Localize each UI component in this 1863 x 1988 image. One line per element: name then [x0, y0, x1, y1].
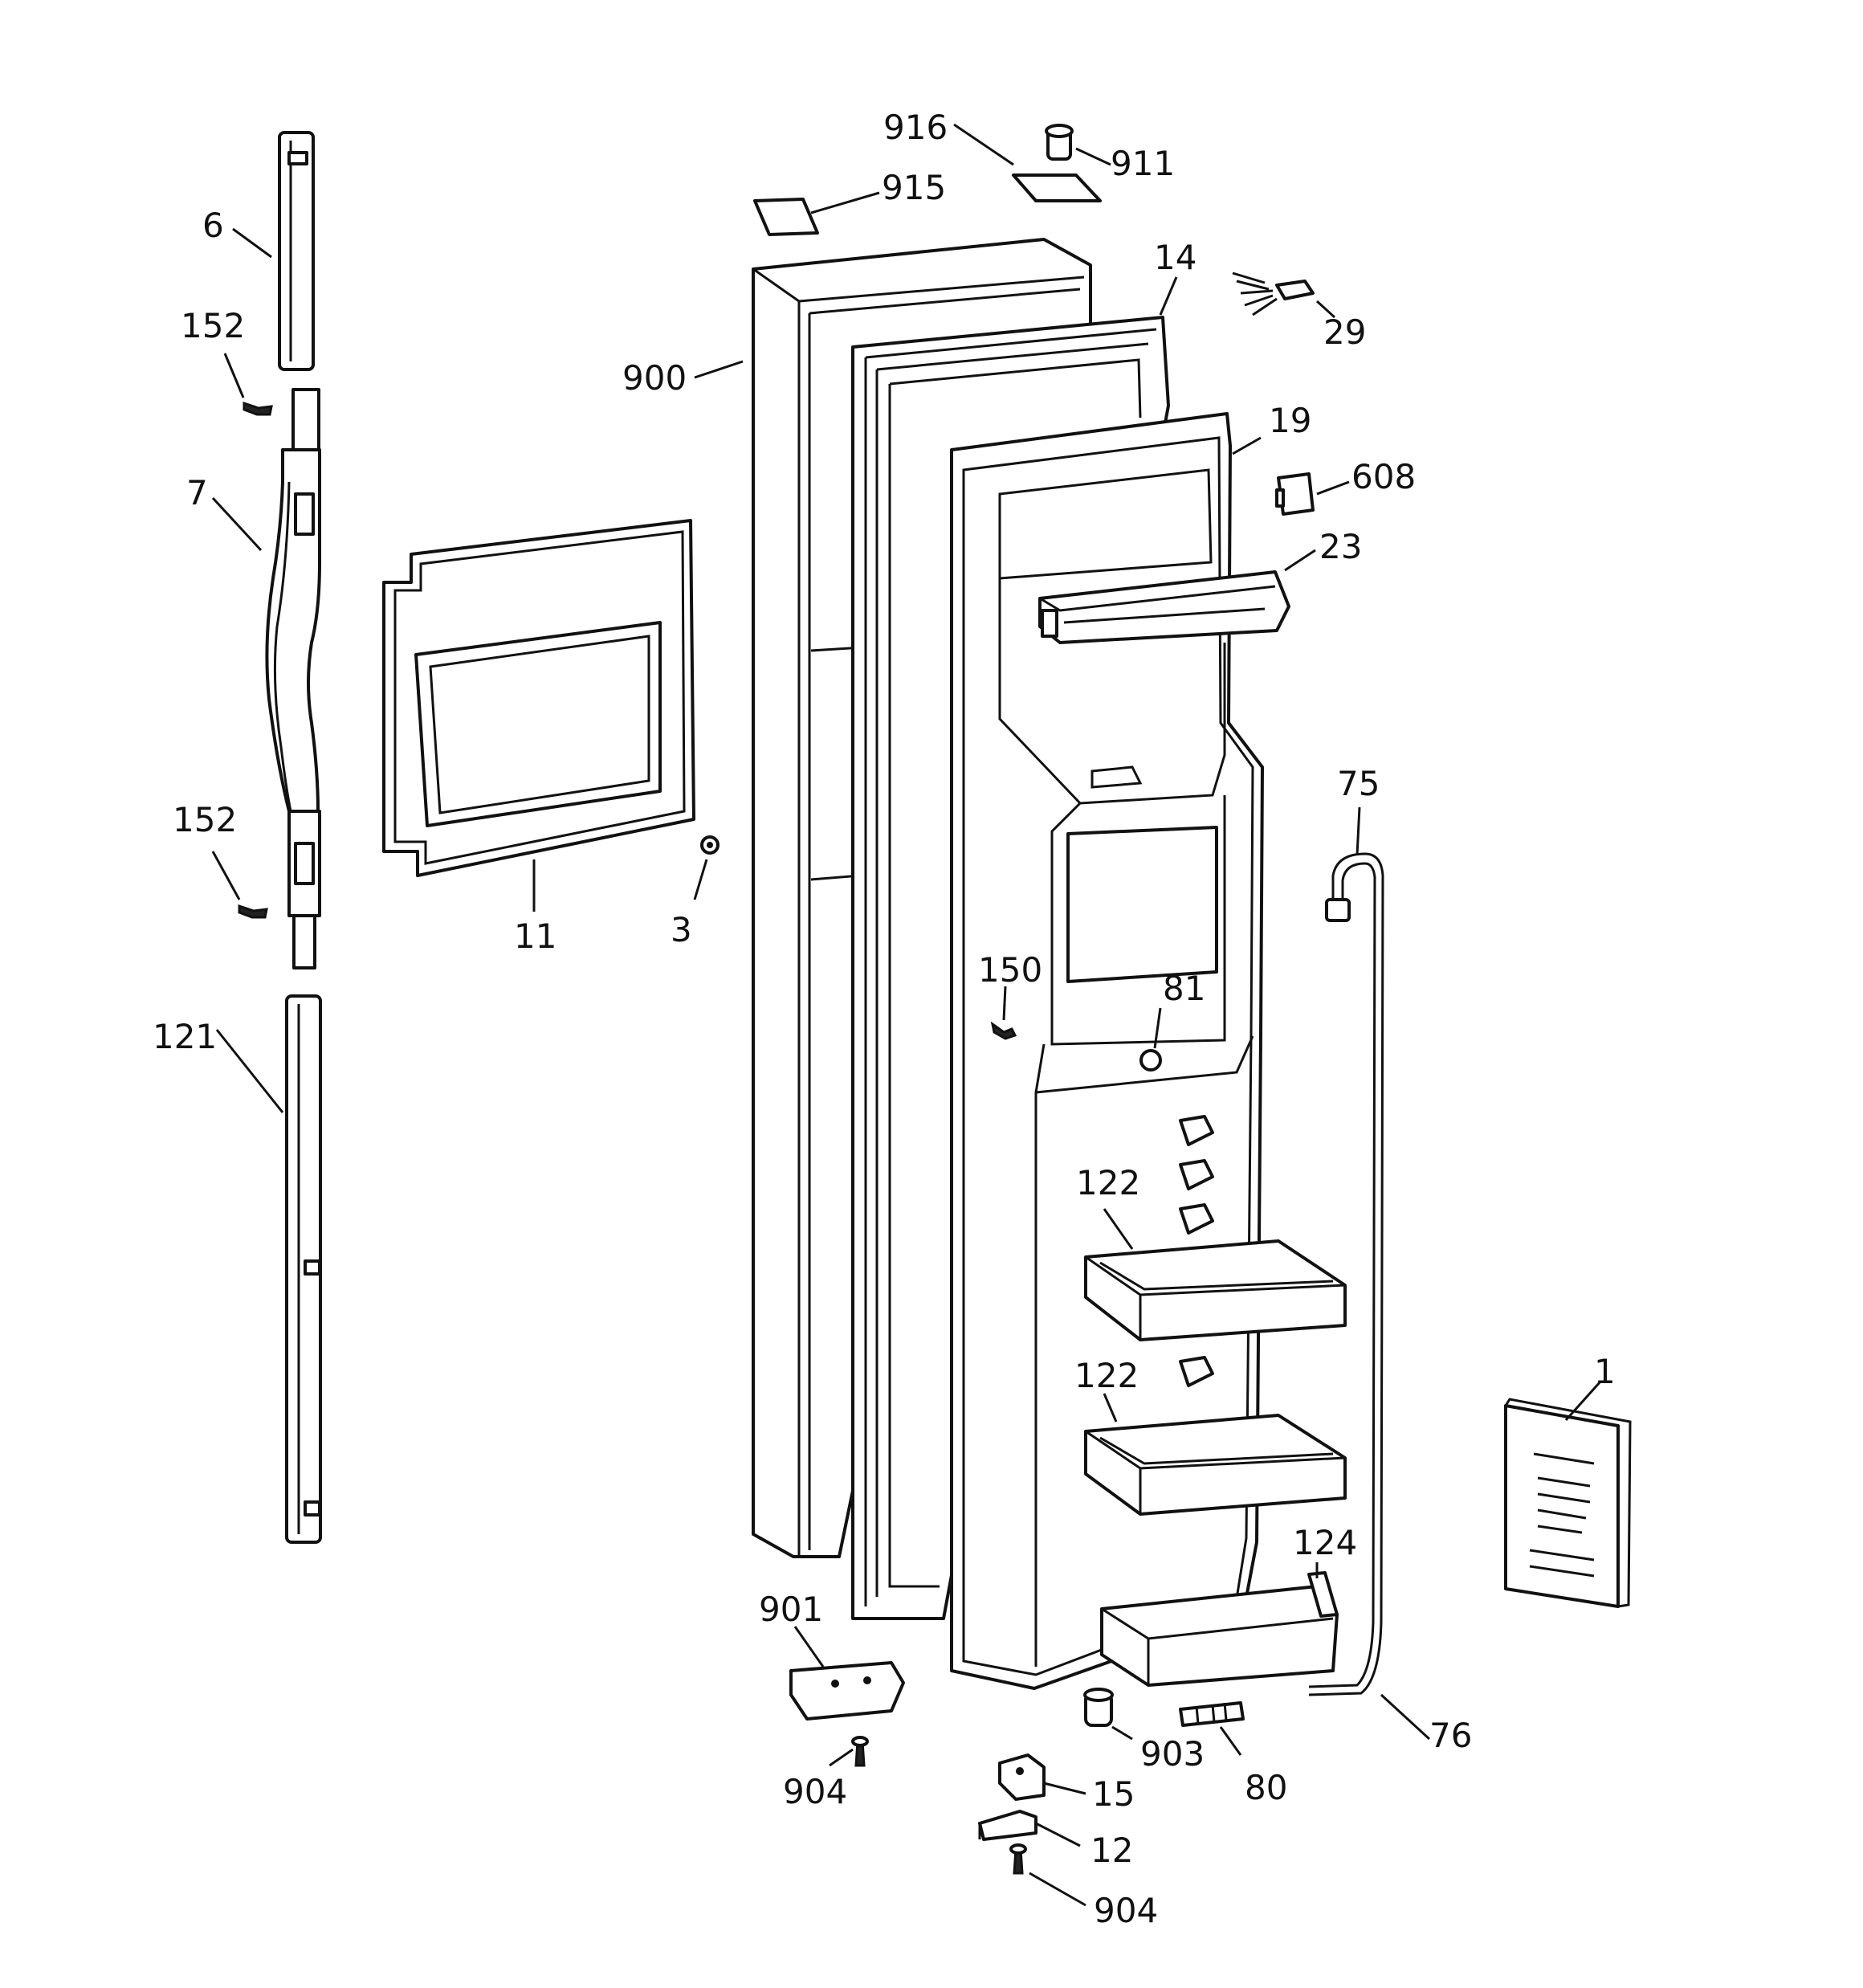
part-6-handle-trim-top: [278, 131, 315, 371]
part-81-knob: [1139, 1049, 1162, 1072]
callout-1: 1: [1594, 1352, 1616, 1391]
part-122-door-bin-lower: [1084, 1414, 1347, 1516]
callout-3: 3: [671, 910, 692, 949]
part-150-screw: [990, 1021, 1017, 1040]
callout-80: 80: [1245, 1768, 1287, 1807]
callout-915: 915: [882, 168, 946, 207]
callout-903: 903: [1140, 1734, 1205, 1774]
part-121-handle-trim-bottom: [285, 994, 322, 1544]
part-903-bushing: [1083, 1688, 1114, 1727]
callout-901: 901: [759, 1590, 823, 1629]
callout-75: 75: [1337, 764, 1380, 803]
callout-124: 124: [1293, 1523, 1357, 1562]
part-75-water-tube: [1308, 852, 1384, 1696]
callout-labels: 6 152 7 152 121 11 3 916 911 915 14 29 9…: [153, 108, 1616, 1930]
part-80-fitting: [1179, 1701, 1245, 1727]
callout-904-left: 904: [783, 1772, 847, 1811]
part-1-owners-manual: [1504, 1398, 1632, 1608]
part-122-door-bin-upper: [1084, 1239, 1347, 1341]
part-608-switch: [1275, 472, 1315, 516]
part-23-upper-shelf: [1038, 570, 1290, 644]
part-916-hinge-shim: [1012, 173, 1102, 202]
callout-11: 11: [514, 916, 556, 956]
part-29-wire-harness: [1232, 271, 1315, 316]
callout-122-bottom: 122: [1074, 1356, 1139, 1395]
callout-152-bottom: 152: [173, 800, 237, 839]
part-904-screw-left: [851, 1736, 869, 1767]
callout-15: 15: [1092, 1774, 1135, 1814]
callout-152-top: 152: [181, 306, 245, 345]
shelf-support-3: [1179, 1203, 1214, 1235]
shelf-support-4: [1179, 1356, 1214, 1387]
callout-916: 916: [883, 108, 948, 147]
part-7-door-handle: [265, 388, 321, 970]
part-152-screw-bottom: [238, 904, 268, 919]
part-12-hinge-bracket: [978, 1810, 1037, 1841]
callout-23: 23: [1319, 527, 1362, 566]
callout-29: 29: [1323, 312, 1366, 352]
part-3-nut: [700, 835, 720, 855]
callout-14: 14: [1154, 238, 1196, 277]
callout-81: 81: [1163, 969, 1205, 1008]
part-15-hinge: [998, 1753, 1046, 1801]
callout-12: 12: [1090, 1831, 1133, 1870]
callout-76: 76: [1429, 1716, 1472, 1755]
callout-904-bottom: 904: [1094, 1891, 1158, 1930]
part-904-screw-bottom: [1009, 1843, 1027, 1875]
callout-911: 911: [1111, 144, 1175, 183]
part-911-bushing: [1045, 124, 1074, 161]
callout-608: 608: [1351, 457, 1416, 496]
part-11-panel-frame: [382, 519, 695, 877]
callout-19: 19: [1269, 401, 1311, 440]
part-124-bottom-bin: [1100, 1571, 1339, 1687]
callout-150: 150: [978, 950, 1042, 990]
callout-121: 121: [153, 1017, 217, 1056]
part-901-hinge-cover: [789, 1661, 905, 1721]
callout-900: 900: [622, 358, 687, 398]
callout-6: 6: [202, 206, 224, 245]
part-915-shim: [753, 198, 819, 236]
callout-122-top: 122: [1076, 1163, 1140, 1202]
leader-lines: [211, 123, 1602, 1907]
shelf-support-2: [1179, 1159, 1214, 1190]
part-152-screw-top: [243, 401, 273, 416]
callout-7: 7: [186, 473, 208, 512]
shelf-support-1: [1179, 1115, 1214, 1146]
